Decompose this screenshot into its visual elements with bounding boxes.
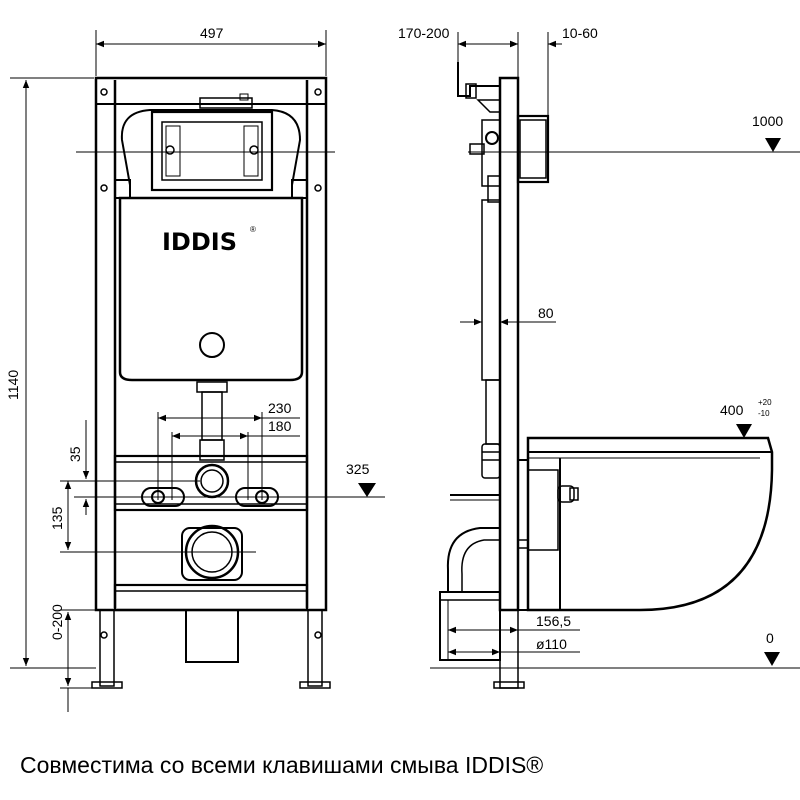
flush-plate-frame <box>150 110 274 192</box>
compatibility-caption: Совместима со всеми клавишами смыва IDDI… <box>20 752 544 778</box>
dim-170-200: 170-200 <box>398 25 450 41</box>
frame-outline <box>94 76 328 612</box>
tank-bracket <box>120 109 302 186</box>
toilet-bowl <box>526 436 774 612</box>
level-325-triangle <box>358 483 376 497</box>
upper-rail <box>113 454 309 512</box>
level-400-tol-plus: +20 <box>758 398 772 407</box>
leg-left <box>99 609 115 687</box>
brand-logo: IDDIS <box>162 228 237 256</box>
level-400-triangle <box>736 424 752 438</box>
drain-elbow <box>446 527 500 593</box>
side-view <box>439 62 774 689</box>
drain-valve <box>199 332 225 358</box>
level-325-label: 325 <box>346 461 370 477</box>
dim-10-60: 10-60 <box>562 25 598 41</box>
brand-logo-mark: ® <box>250 225 256 234</box>
cistern-body <box>118 196 304 382</box>
dim-230: 230 <box>268 400 292 416</box>
level-400-label: 400 <box>720 402 744 418</box>
leg-right <box>307 609 323 687</box>
front-view <box>91 76 331 689</box>
level-markers <box>358 138 781 666</box>
dim-497: 497 <box>200 25 224 41</box>
level-0-label: 0 <box>766 630 774 646</box>
dim-156-5: 156,5 <box>536 613 571 629</box>
lower-rail <box>113 583 309 612</box>
dim-d110: ø110 <box>536 636 567 652</box>
level-1000-triangle <box>765 138 781 152</box>
level-1000-label: 1000 <box>752 113 783 129</box>
side-frame <box>498 76 520 612</box>
dim-180: 180 <box>268 418 292 434</box>
flush-housing <box>516 114 550 184</box>
dim-0-200: 0-200 <box>49 604 65 640</box>
level-0-triangle <box>764 652 780 666</box>
dim-35: 35 <box>67 446 83 462</box>
dim-1140: 1140 <box>5 370 21 400</box>
dim-135: 135 <box>49 506 65 530</box>
dim-80: 80 <box>538 305 554 321</box>
side-dimensions <box>430 32 800 669</box>
front-dimensions <box>10 30 385 712</box>
level-400-tol-minus: -10 <box>758 409 770 418</box>
